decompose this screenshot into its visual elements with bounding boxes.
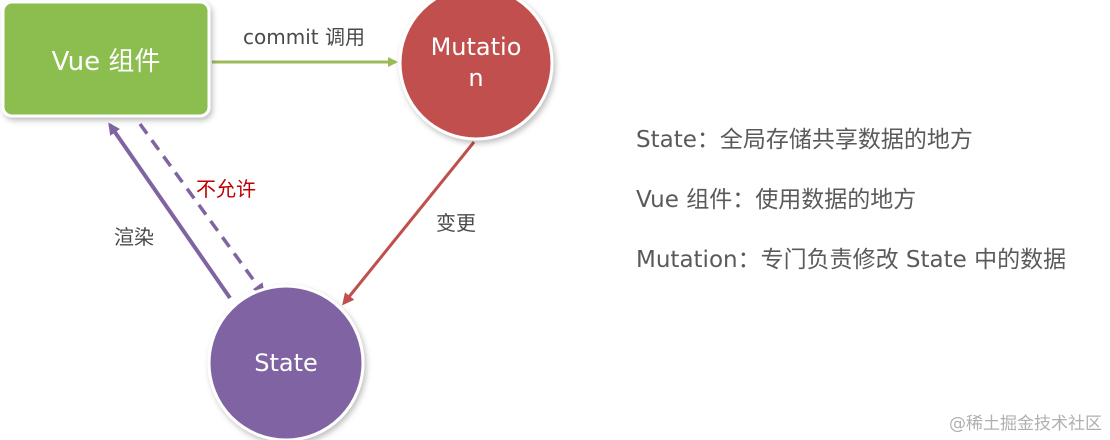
mutation-node: [398, 0, 554, 141]
watermark: @稀土掘金技术社区: [949, 414, 1102, 434]
change-arrow: [342, 141, 476, 306]
mutation-label-line1: Mutatio: [431, 33, 522, 61]
render-label: 渲染: [114, 225, 154, 249]
state-node: [207, 284, 365, 440]
state-label: State: [254, 349, 318, 377]
render-arrow: [108, 122, 232, 300]
legend: State：全局存储共享数据的地方 Vue 组件：使用数据的地方 Mutatio…: [636, 128, 1066, 308]
commit-label: commit 调用: [243, 25, 365, 49]
legend-mutation: Mutation：专门负责修改 State 中的数据: [636, 247, 1067, 273]
legend-state: State：全局存储共享数据的地方: [636, 127, 973, 153]
not-allowed-arrow: [138, 122, 265, 296]
change-label: 变更: [436, 211, 476, 235]
mutation-label-line2: n: [468, 64, 483, 92]
vue-component-label: Vue 组件: [52, 47, 161, 77]
not-allowed-label: 不允许: [196, 177, 256, 201]
vue-component-node: [1, 0, 211, 118]
legend-vue-component: Vue 组件：使用数据的地方: [636, 187, 917, 213]
